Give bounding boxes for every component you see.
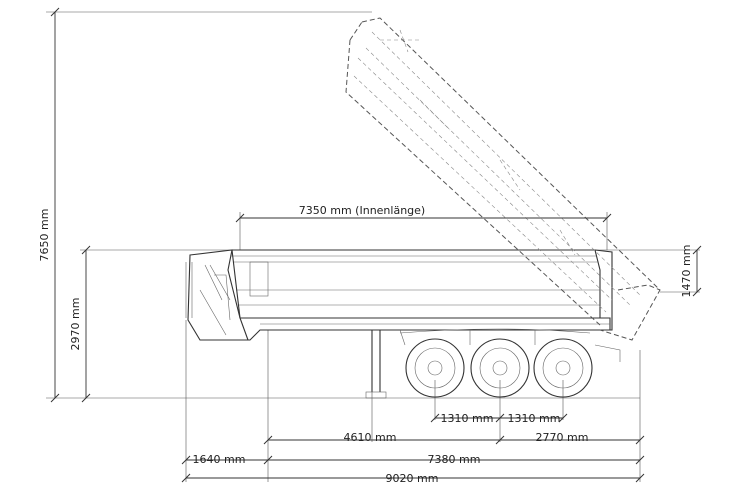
dim-side-height-label: 2970 mm <box>69 298 82 351</box>
dim-kingpin-rear-label: 7380 mm <box>428 453 481 466</box>
axle-group <box>405 338 621 398</box>
extension-lines <box>46 11 700 482</box>
dim-axle-spacing-2-label: 1310 mm <box>508 412 561 425</box>
wheel-axle-1 <box>405 338 465 398</box>
wheel-axle-2 <box>470 338 530 398</box>
trailer-body <box>185 249 613 399</box>
wheel-axle-3 <box>533 338 593 398</box>
dim-inner-length-label: 7350 mm (Innenlänge) <box>299 204 425 217</box>
dim-overall-length-label: 9020 mm <box>386 472 439 485</box>
dim-kingpin-axle-label: 4610 mm <box>344 431 397 444</box>
dimension-lines <box>50 7 702 483</box>
dimension-labels: 7650 mm 2970 mm 1470 mm 7350 mm (Innenlä… <box>38 204 693 485</box>
dim-rear-overhang-label: 2770 mm <box>536 431 589 444</box>
dim-axle-spacing-1-label: 1310 mm <box>441 412 494 425</box>
dim-total-height-label: 7650 mm <box>38 209 51 262</box>
dim-front-overhang-label: 1640 mm <box>193 453 246 466</box>
dim-wall-height-label: 1470 mm <box>680 245 693 298</box>
tipped-body-outline <box>345 17 661 341</box>
